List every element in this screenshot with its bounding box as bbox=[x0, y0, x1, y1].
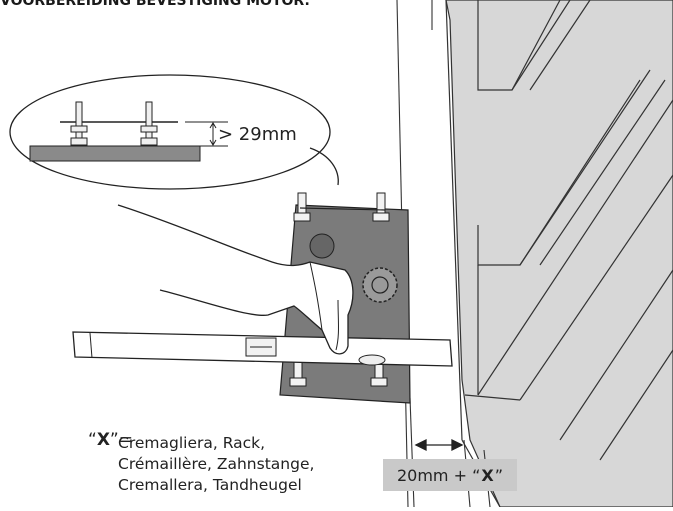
callout-tail bbox=[309, 147, 339, 186]
shaft-hole bbox=[309, 233, 335, 259]
clearance-dimension bbox=[185, 121, 228, 147]
hand-illustration bbox=[117, 204, 354, 355]
x-legend-open-quote: “ bbox=[88, 430, 97, 450]
gap-label-suffix: ” bbox=[494, 465, 504, 485]
x-legend-equals: ”= bbox=[109, 430, 133, 450]
page-title: VOORBEREIDING BEVESTIGING MOTOR. bbox=[0, 0, 310, 9]
x-legend-line: Cremallera, Tandheugel bbox=[118, 476, 302, 494]
plate-bolts bbox=[289, 192, 390, 387]
callout-bolts bbox=[70, 101, 158, 147]
clearance-label: > 29mm bbox=[218, 124, 297, 145]
gap-label: 20mm + “ X” bbox=[383, 459, 517, 491]
x-legend-line: Cremagliera, Rack, bbox=[118, 434, 266, 452]
gate-edge-line bbox=[445, 0, 463, 441]
gate-panel bbox=[445, 0, 673, 508]
x-legend-key-letter: X bbox=[96, 430, 110, 450]
gap-label-key: X bbox=[481, 465, 494, 485]
pinion-gear bbox=[362, 267, 398, 303]
gate-ribs bbox=[464, 0, 673, 461]
bolt-bar bbox=[299, 207, 386, 211]
gap-dimension-arrow bbox=[414, 438, 464, 452]
level-bubble bbox=[358, 354, 386, 366]
x-legend-lines: Cremagliera, Rack, Crémaillère, Zahnstan… bbox=[118, 433, 314, 496]
x-legend-key: “X”= bbox=[88, 430, 133, 450]
callout-ground bbox=[29, 145, 201, 162]
x-legend: “X”= Cremagliera, Rack, Crémaillère, Zah… bbox=[88, 430, 314, 494]
x-legend-line: Crémaillère, Zahnstange, bbox=[118, 455, 315, 473]
gap-label-prefix: 20mm + “ bbox=[396, 465, 481, 485]
